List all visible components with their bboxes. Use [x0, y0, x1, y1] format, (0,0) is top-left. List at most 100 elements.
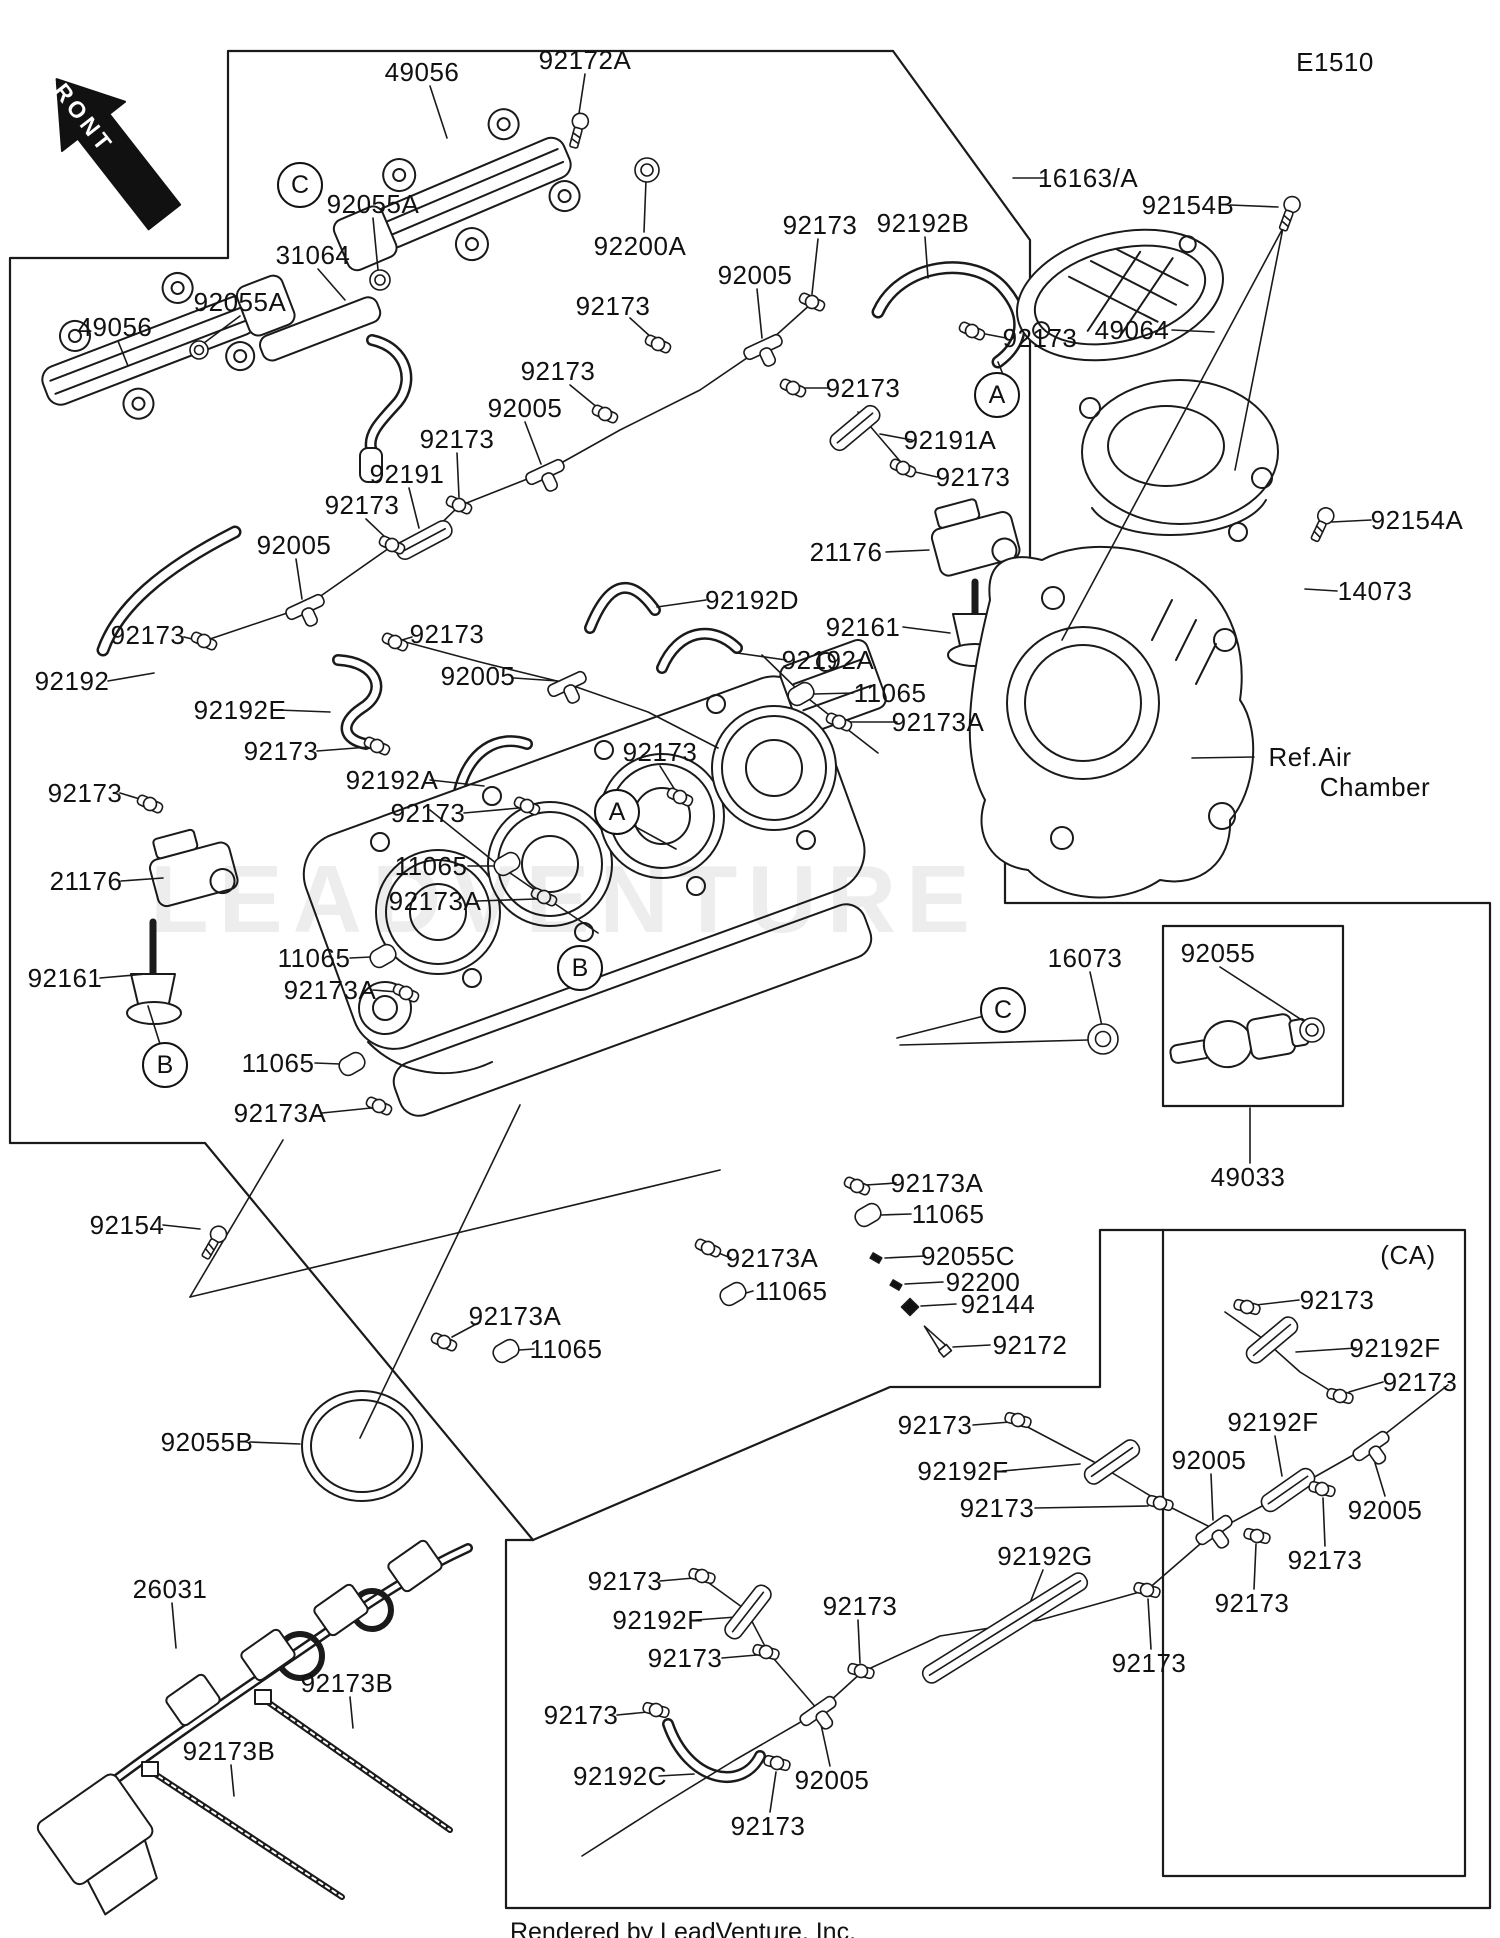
leader-line [577, 73, 586, 121]
part-label: 11065 [241, 1048, 315, 1078]
part-label: 92200A [593, 231, 687, 261]
hose-92192B [871, 261, 1027, 369]
part-glyph-tee [799, 1695, 837, 1730]
leader-line [513, 677, 559, 682]
part-label: 92173A [388, 886, 482, 916]
pointer-line [359, 1104, 521, 1439]
part-glyph-tee [1195, 1514, 1233, 1549]
gasket-92055B [301, 1390, 423, 1502]
leader-line [1034, 1505, 1149, 1509]
hose-92192A-1 [452, 735, 533, 801]
part-glyph-clamp [1308, 1480, 1336, 1498]
leader-line [429, 779, 485, 787]
part-glyph-clamp [1146, 1494, 1174, 1512]
leader-line [658, 1773, 695, 1777]
part-label: 92192G [997, 1541, 1093, 1571]
part-label: 92173A [891, 707, 985, 737]
part-label: 11065 [277, 943, 351, 973]
front-arrow-icon [55, 78, 182, 231]
part-glyph-tee [743, 333, 783, 367]
leader-line [451, 1321, 481, 1338]
fuel-rail-top [332, 108, 581, 272]
part-label: 92173 [409, 619, 485, 649]
leader-line [884, 1255, 926, 1259]
leader-line [643, 179, 647, 233]
part-label: 92173A [468, 1301, 562, 1331]
part-glyph-needle [923, 1325, 953, 1358]
watermark: LEADVENTURE [150, 846, 981, 953]
part-label: 92161 [27, 963, 103, 993]
part-label: 92192F [612, 1605, 704, 1635]
dynamic-parts-layer [99, 73, 1449, 1857]
leader-line [249, 1441, 301, 1445]
part-label: 92192A [781, 645, 875, 675]
leader-line [880, 1213, 912, 1216]
part-label: 49056 [384, 57, 460, 87]
part-label: 92144 [960, 1289, 1036, 1319]
part-glyph-clamp [779, 378, 807, 398]
part-glyph-tube [1083, 1439, 1141, 1485]
part-label: 92192F [1349, 1333, 1441, 1363]
part-label: 92173B [300, 1668, 394, 1698]
part-label: 92172A [538, 45, 632, 75]
part-glyph-clamp [513, 796, 541, 816]
zip-tie-92173B-2 [141, 1761, 345, 1900]
leader-line [314, 1062, 341, 1065]
part-glyph-cap [369, 943, 397, 969]
leader-line [924, 236, 929, 279]
part-label: 92173 [1382, 1367, 1458, 1397]
part-label: 16163/A [1037, 163, 1139, 193]
part-glyph-clamp [363, 736, 391, 756]
leader-line [879, 433, 913, 441]
part-glyph-screw [1278, 195, 1301, 232]
leader-line [972, 1421, 1011, 1426]
part-glyph-clamp [430, 1332, 458, 1352]
leader-line [857, 1619, 861, 1664]
pointer-line [701, 1577, 819, 1711]
leader-line [1295, 1347, 1357, 1353]
leader-line [769, 1771, 777, 1813]
leader-line [721, 1654, 758, 1659]
part-label: 21176 [49, 866, 123, 896]
part-label: 49033 [1210, 1162, 1286, 1192]
pointer-line [429, 809, 599, 934]
leader-line [902, 626, 951, 634]
leader-line [1147, 1598, 1152, 1650]
part-glyph-clamp [752, 1643, 780, 1661]
part-glyph-clamp [666, 787, 694, 807]
pointer-line [189, 1169, 721, 1298]
leader-line [349, 1696, 354, 1729]
part-glyph-dot [869, 1252, 883, 1264]
part-glyph-cap [493, 851, 521, 877]
part-label: 92192F [1227, 1407, 1319, 1437]
leader-line [629, 317, 653, 339]
leader-line [171, 1602, 177, 1649]
part-glyph-clamp [445, 495, 473, 515]
part-glyph-clamp [381, 632, 409, 652]
hose-92192D [584, 581, 661, 634]
leader-line [295, 558, 303, 600]
part-glyph-cap [492, 1338, 520, 1364]
part-glyph-clamp [392, 983, 420, 1003]
leader-line [316, 746, 370, 752]
part-glyph-clamp [1004, 1411, 1032, 1429]
leader-line [372, 217, 379, 271]
part-glyph-clamp [763, 1754, 791, 1772]
leader-line [659, 765, 676, 791]
part-label: 92173 [1111, 1648, 1187, 1678]
pointer-line [189, 1139, 284, 1298]
part-glyph-clamp [136, 794, 164, 814]
reference-circle-c: C [277, 162, 323, 208]
reference-circle-a: A [594, 789, 640, 835]
part-label: 92173 [520, 356, 596, 386]
part-label: 92173 [243, 736, 319, 766]
part-glyph-dot [889, 1279, 903, 1291]
leader-line [1191, 756, 1255, 759]
part-label: 92173 [935, 462, 1011, 492]
injector-49033 [1169, 1013, 1310, 1069]
part-label: 92173A [233, 1098, 327, 1128]
leader-line [1304, 588, 1338, 592]
leader-line [107, 672, 155, 682]
leader-line [365, 518, 387, 539]
